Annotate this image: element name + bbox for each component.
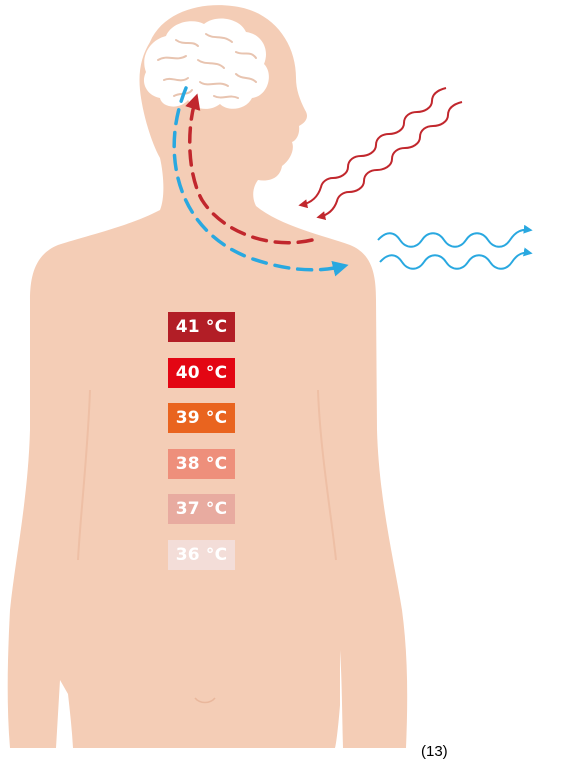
temperature-cell: 40 °C xyxy=(168,358,235,388)
temperature-cell: 36 °C xyxy=(168,540,235,570)
wavy-arrow-in-icon xyxy=(301,88,462,217)
wavy-arrow-out-icon xyxy=(378,230,530,269)
temperature-cell: 39 °C xyxy=(168,403,235,433)
temperature-cell: 37 °C xyxy=(168,494,235,524)
figure-reference: (13) xyxy=(421,743,448,760)
temperature-cell: 38 °C xyxy=(168,449,235,479)
temperature-cell: 41 °C xyxy=(168,312,235,342)
